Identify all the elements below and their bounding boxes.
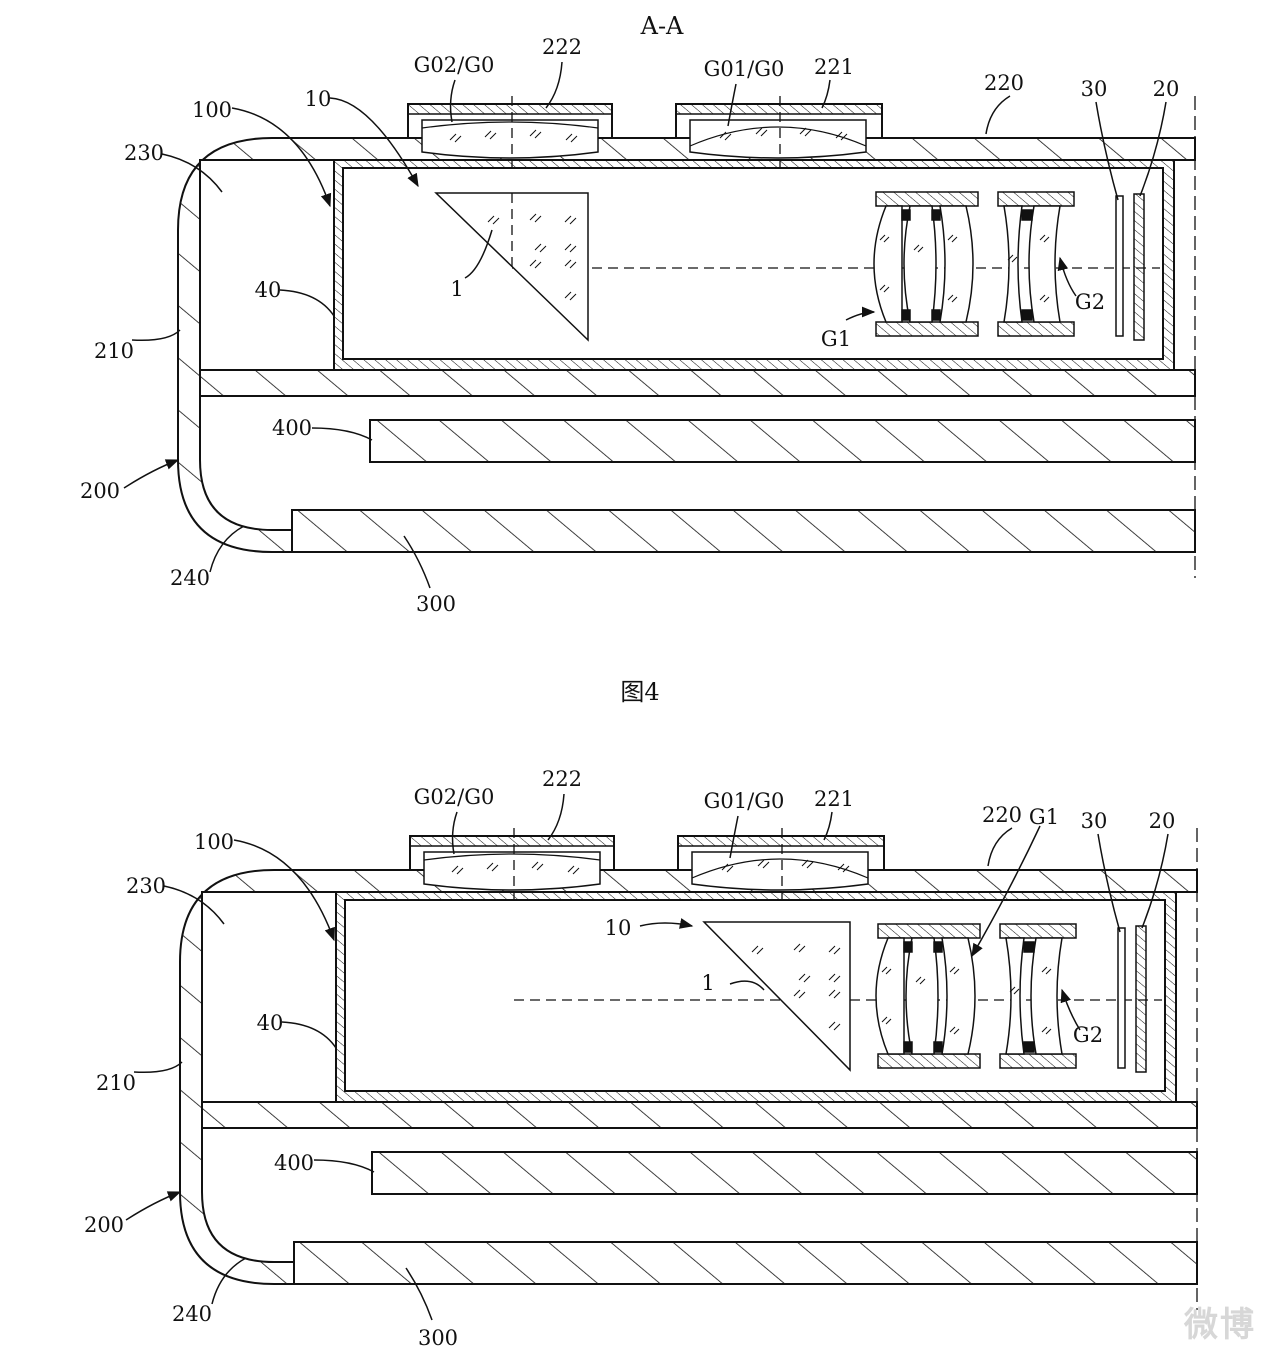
label-30: 30 [1081,77,1108,101]
label-240-b: 240 [172,1302,212,1326]
label-1-b: 1 [701,971,714,995]
label-222: 222 [542,35,582,59]
label-300-b: 300 [418,1326,458,1350]
watermark: 微博 [1183,1305,1256,1345]
label-g2: G2 [1075,290,1105,314]
label-10-b: 10 [605,916,632,940]
label-300: 300 [416,592,456,616]
label-20: 20 [1153,77,1180,101]
label-10: 10 [305,87,332,111]
label-221-b: 221 [814,787,854,811]
label-222-b: 222 [542,767,582,791]
label-221: 221 [814,55,854,79]
label-210: 210 [94,339,134,363]
label-200-b: 200 [84,1213,124,1237]
label-g02-g0: G02/G0 [414,53,495,77]
label-g01-g0: G01/G0 [704,57,785,81]
label-200: 200 [80,479,120,503]
figure-caption: 图4 [620,678,659,706]
label-1: 1 [450,277,463,301]
label-100-b: 100 [194,830,234,854]
label-400-b: 400 [274,1151,314,1175]
label-100: 100 [192,98,232,122]
label-240: 240 [170,566,210,590]
label-g1-b: G1 [1029,805,1059,829]
section-title: A-A [640,12,684,40]
label-220: 220 [984,71,1024,95]
label-230-b: 230 [126,874,166,898]
label-g2-b: G2 [1073,1023,1103,1047]
label-g01-g0-b: G01/G0 [704,789,785,813]
bottom-cross-section: G02/G0 222 G01/G0 221 220 G1 30 20 100 2… [84,767,1198,1350]
label-400: 400 [272,416,312,440]
label-g1: G1 [821,327,851,351]
label-30-b: 30 [1081,809,1108,833]
top-cross-section: A-A G02/G0 222 G01/G0 221 220 30 20 100 … [80,12,1196,616]
label-230: 230 [124,141,164,165]
label-g02-g0-b: G02/G0 [414,785,495,809]
prism-1-shifted [702,921,851,1072]
label-20-b: 20 [1149,809,1176,833]
label-40-b: 40 [257,1011,284,1035]
label-220-b: 220 [982,803,1022,827]
label-210-b: 210 [96,1071,136,1095]
label-40: 40 [255,278,282,302]
